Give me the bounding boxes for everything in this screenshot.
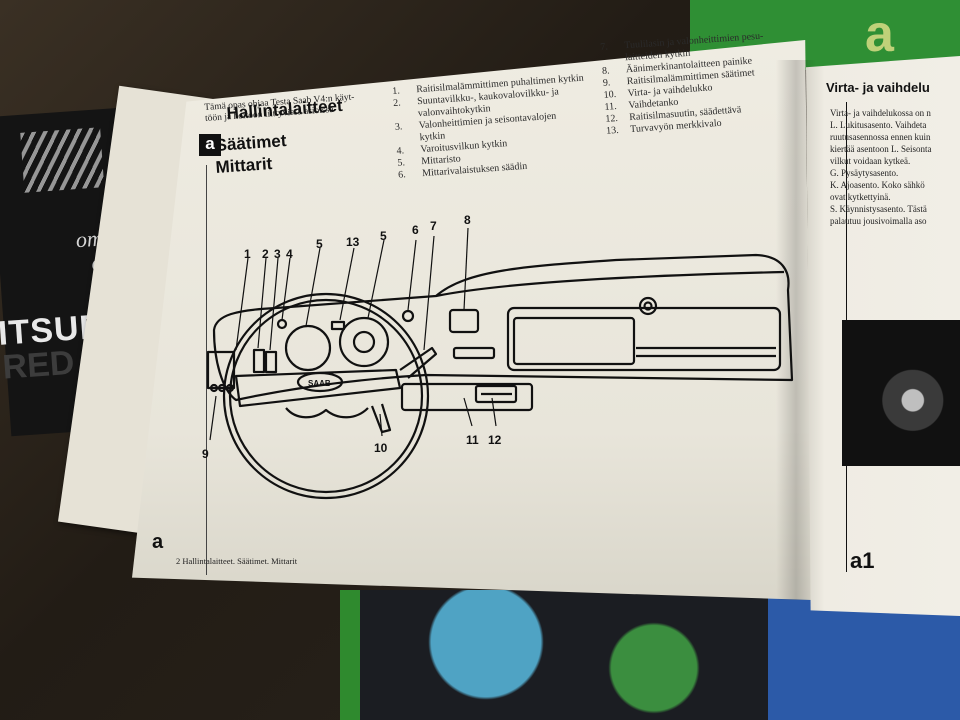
wiper-stalk — [399, 346, 438, 379]
callout-12: 12 — [488, 433, 502, 447]
right-text-line: ruutusasennossa ennen kuin — [830, 132, 931, 142]
speedometer — [284, 324, 332, 372]
legend-list-right: 7.Tuulilasin ja valonheittimien pesu- la… — [600, 31, 770, 138]
page-caption: 2 Hallintalaitteet. Säätimet. Mittarit — [176, 556, 298, 566]
right-text-line: G. Pysäytysasento. — [830, 168, 899, 178]
dashboard-top-ridge — [435, 270, 785, 298]
warning-light — [330, 320, 346, 331]
callout-4: 4 — [286, 247, 293, 261]
callout-11: 11 — [466, 433, 479, 447]
steering-hub — [234, 368, 402, 408]
callout-6: 6 — [412, 223, 419, 237]
switch-3 — [264, 350, 278, 374]
right-text-line: L. Lukitusasento. Vaihdeta — [830, 120, 927, 130]
tachometer — [338, 316, 390, 368]
title-mittarit: Mittarit — [215, 154, 273, 177]
green-box-glyph: a — [865, 5, 894, 63]
manual-left-page — [132, 40, 812, 600]
right-text-line: palautuu jousivoimalla aso — [830, 216, 927, 226]
callout-2: 2 — [262, 247, 269, 261]
glovebox-lock — [638, 296, 658, 316]
callout-3: 3 — [274, 247, 281, 261]
right-text-line: K. Ajoasento. Koko sähkö — [830, 180, 925, 190]
steering-wheel — [222, 292, 430, 500]
section-badge: a — [199, 134, 221, 156]
right-text-line: vilkut voidaan kytkeä. — [830, 156, 911, 166]
callout-9: 9 — [202, 447, 209, 461]
callout-5b: 5 — [380, 229, 387, 243]
blue-binder — [768, 598, 960, 720]
right-text-line: kiertää asentoon L. Seisonta — [830, 144, 932, 154]
switch-2 — [252, 348, 266, 374]
switch-4 — [276, 318, 288, 330]
gear-lever — [370, 403, 392, 434]
callout-8: 8 — [464, 213, 471, 227]
right-text-line: Virta- ja vaihdelukossa on n — [830, 108, 931, 118]
air-vent — [474, 384, 518, 404]
horn-button — [448, 308, 480, 334]
legend-list-left: 1.Raitisilmalämmittimen puhaltimen kytki… — [392, 73, 590, 182]
wheel-badge-oval — [296, 371, 344, 393]
right-text-line: S. Käynnistysasento. Tästä — [830, 204, 927, 214]
callout-1: 1 — [244, 247, 251, 261]
patterned-cloth — [360, 590, 780, 720]
left-margin-rule — [206, 165, 207, 575]
dashboard-outline — [212, 253, 794, 402]
manual-text-model: RED — [1, 343, 76, 387]
right-page-label: a1 — [850, 548, 875, 573]
right-text-line: ovat kytkettyinä. — [830, 192, 891, 202]
callout-10: 10 — [374, 441, 388, 455]
wheel-badge-text: SAAB — [308, 379, 331, 388]
glovebox — [512, 316, 636, 366]
page-footer-letter: a — [152, 531, 164, 553]
dashboard-diagram: 1 2 3 4 5 13 5 6 7 8 9 10 11 12 SAAB — [202, 213, 794, 500]
ignition-lock-photo — [842, 320, 960, 466]
dimmer-knob — [401, 309, 415, 323]
callout-5a: 5 — [316, 237, 323, 251]
callout-7: 7 — [430, 219, 437, 233]
callout-13: 13 — [346, 235, 360, 249]
manual-logo-stripes — [20, 127, 105, 193]
right-page-title: Virta- ja vaihdelu — [826, 80, 930, 95]
